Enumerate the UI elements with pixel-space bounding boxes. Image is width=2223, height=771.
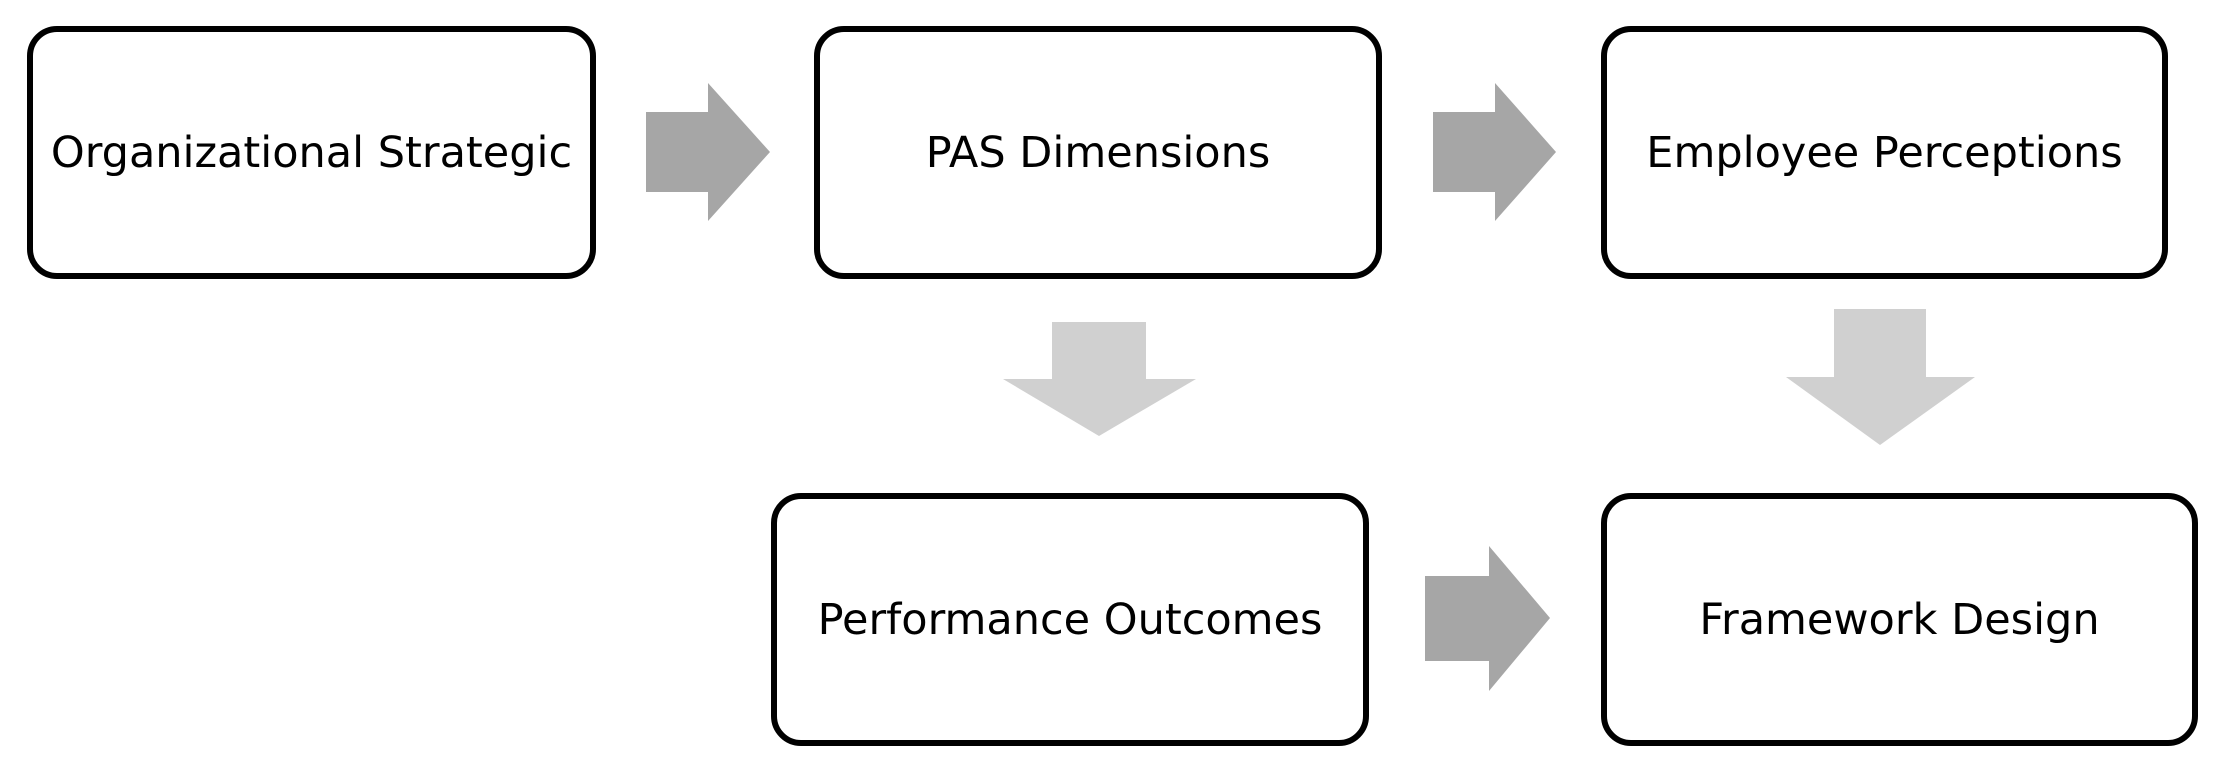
arrow-shape <box>646 83 770 221</box>
arrow-shape <box>1003 322 1196 436</box>
arrow-shape <box>1433 83 1556 221</box>
arrow-shape <box>1425 546 1550 691</box>
node-framework-design: Framework Design <box>1601 493 2198 746</box>
node-performance-outcomes: Performance Outcomes <box>771 493 1369 746</box>
node-employee-perceptions: Employee Perceptions <box>1601 26 2168 279</box>
arrow-down-icon <box>1003 322 1196 436</box>
node-label: Framework Design <box>1699 594 2100 645</box>
arrow-right-icon <box>1425 546 1550 691</box>
arrow-right-icon <box>646 83 770 221</box>
node-label: PAS Dimensions <box>925 127 1271 178</box>
node-pas-dimensions: PAS Dimensions <box>814 26 1382 279</box>
arrow-shape <box>1786 309 1975 445</box>
node-label: Performance Outcomes <box>817 594 1323 645</box>
arrow-right-icon <box>1433 83 1556 221</box>
arrow-down-icon <box>1786 309 1975 445</box>
node-label: Employee Perceptions <box>1646 127 2123 178</box>
node-label: Organizational Strategic <box>50 127 573 178</box>
node-organizational-strategic: Organizational Strategic <box>27 26 596 279</box>
